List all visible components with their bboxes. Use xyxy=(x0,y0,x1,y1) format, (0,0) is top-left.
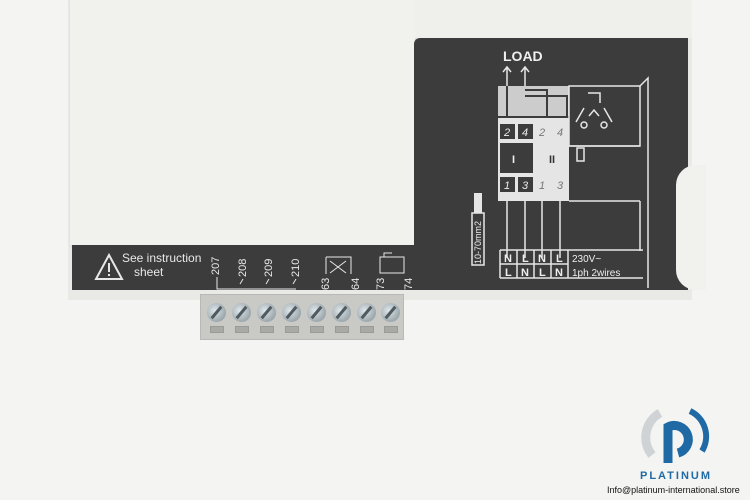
relay-contact-icon xyxy=(325,256,352,274)
terminal-screw[interactable] xyxy=(207,303,226,322)
svg-text:N: N xyxy=(538,253,546,265)
device-notch xyxy=(676,165,706,290)
svg-text:N: N xyxy=(504,253,512,265)
signal-contact-icon xyxy=(379,252,405,274)
svg-text:N: N xyxy=(555,267,563,279)
terminal-block xyxy=(200,294,404,340)
svg-text:4: 4 xyxy=(522,127,528,139)
svg-text:74: 74 xyxy=(403,278,415,290)
terminal-screw[interactable] xyxy=(232,303,251,322)
svg-text:209: 209 xyxy=(263,259,275,277)
wiring-diagram-label: LOAD 2 4 2 4 1 3 1 3 I II 10-70mm2 xyxy=(414,38,688,290)
svg-text:63: 63 xyxy=(320,278,332,290)
svg-text:3: 3 xyxy=(522,180,529,192)
terminal-label: 207 208 209 210 63 64 73 74 See instruct… xyxy=(72,245,422,290)
svg-text:1ph 2wires: 1ph 2wires xyxy=(572,268,620,279)
svg-text:64: 64 xyxy=(350,278,362,290)
platinum-logo-icon xyxy=(641,408,710,463)
terminal-numbers: 207 208 209 210 63 64 73 74 xyxy=(210,252,415,290)
svg-text:1: 1 xyxy=(539,180,545,192)
terminal-screw[interactable] xyxy=(357,303,376,322)
svg-text:L: L xyxy=(539,267,546,279)
svg-text:I: I xyxy=(512,154,515,166)
svg-text:2: 2 xyxy=(538,127,545,139)
svg-text:3: 3 xyxy=(557,180,564,192)
svg-text:LOAD: LOAD xyxy=(503,48,543,64)
device-top-right xyxy=(415,0,692,38)
terminal-screw[interactable] xyxy=(307,303,326,322)
svg-text:L: L xyxy=(505,267,512,279)
terminal-screw[interactable] xyxy=(257,303,276,322)
svg-text:208: 208 xyxy=(237,259,249,277)
wiring-diagram: LOAD 2 4 2 4 1 3 1 3 I II 10-70mm2 xyxy=(471,48,649,288)
see-instruction-text: See instruction sheet xyxy=(122,251,202,279)
brand-email: Info@platinum-international.store xyxy=(607,485,740,495)
warning-icon xyxy=(94,253,124,280)
terminal-screw[interactable] xyxy=(282,303,301,322)
brand-name: PLATINUM xyxy=(640,470,713,482)
svg-text:N: N xyxy=(521,267,529,279)
svg-text:207: 207 xyxy=(210,257,222,275)
device-front-cover xyxy=(70,0,415,245)
svg-text:73: 73 xyxy=(375,278,387,290)
terminal-screw[interactable] xyxy=(381,303,400,322)
svg-text:10-70mm2: 10-70mm2 xyxy=(473,221,483,264)
svg-text:II: II xyxy=(549,154,555,166)
svg-text:L: L xyxy=(522,253,529,265)
svg-text:L: L xyxy=(556,253,563,265)
svg-text:210: 210 xyxy=(290,259,302,277)
svg-text:1: 1 xyxy=(504,180,510,192)
svg-text:4: 4 xyxy=(557,127,563,139)
svg-text:2: 2 xyxy=(503,127,510,139)
svg-text:230V~: 230V~ xyxy=(572,254,601,265)
terminal-screw[interactable] xyxy=(332,303,351,322)
